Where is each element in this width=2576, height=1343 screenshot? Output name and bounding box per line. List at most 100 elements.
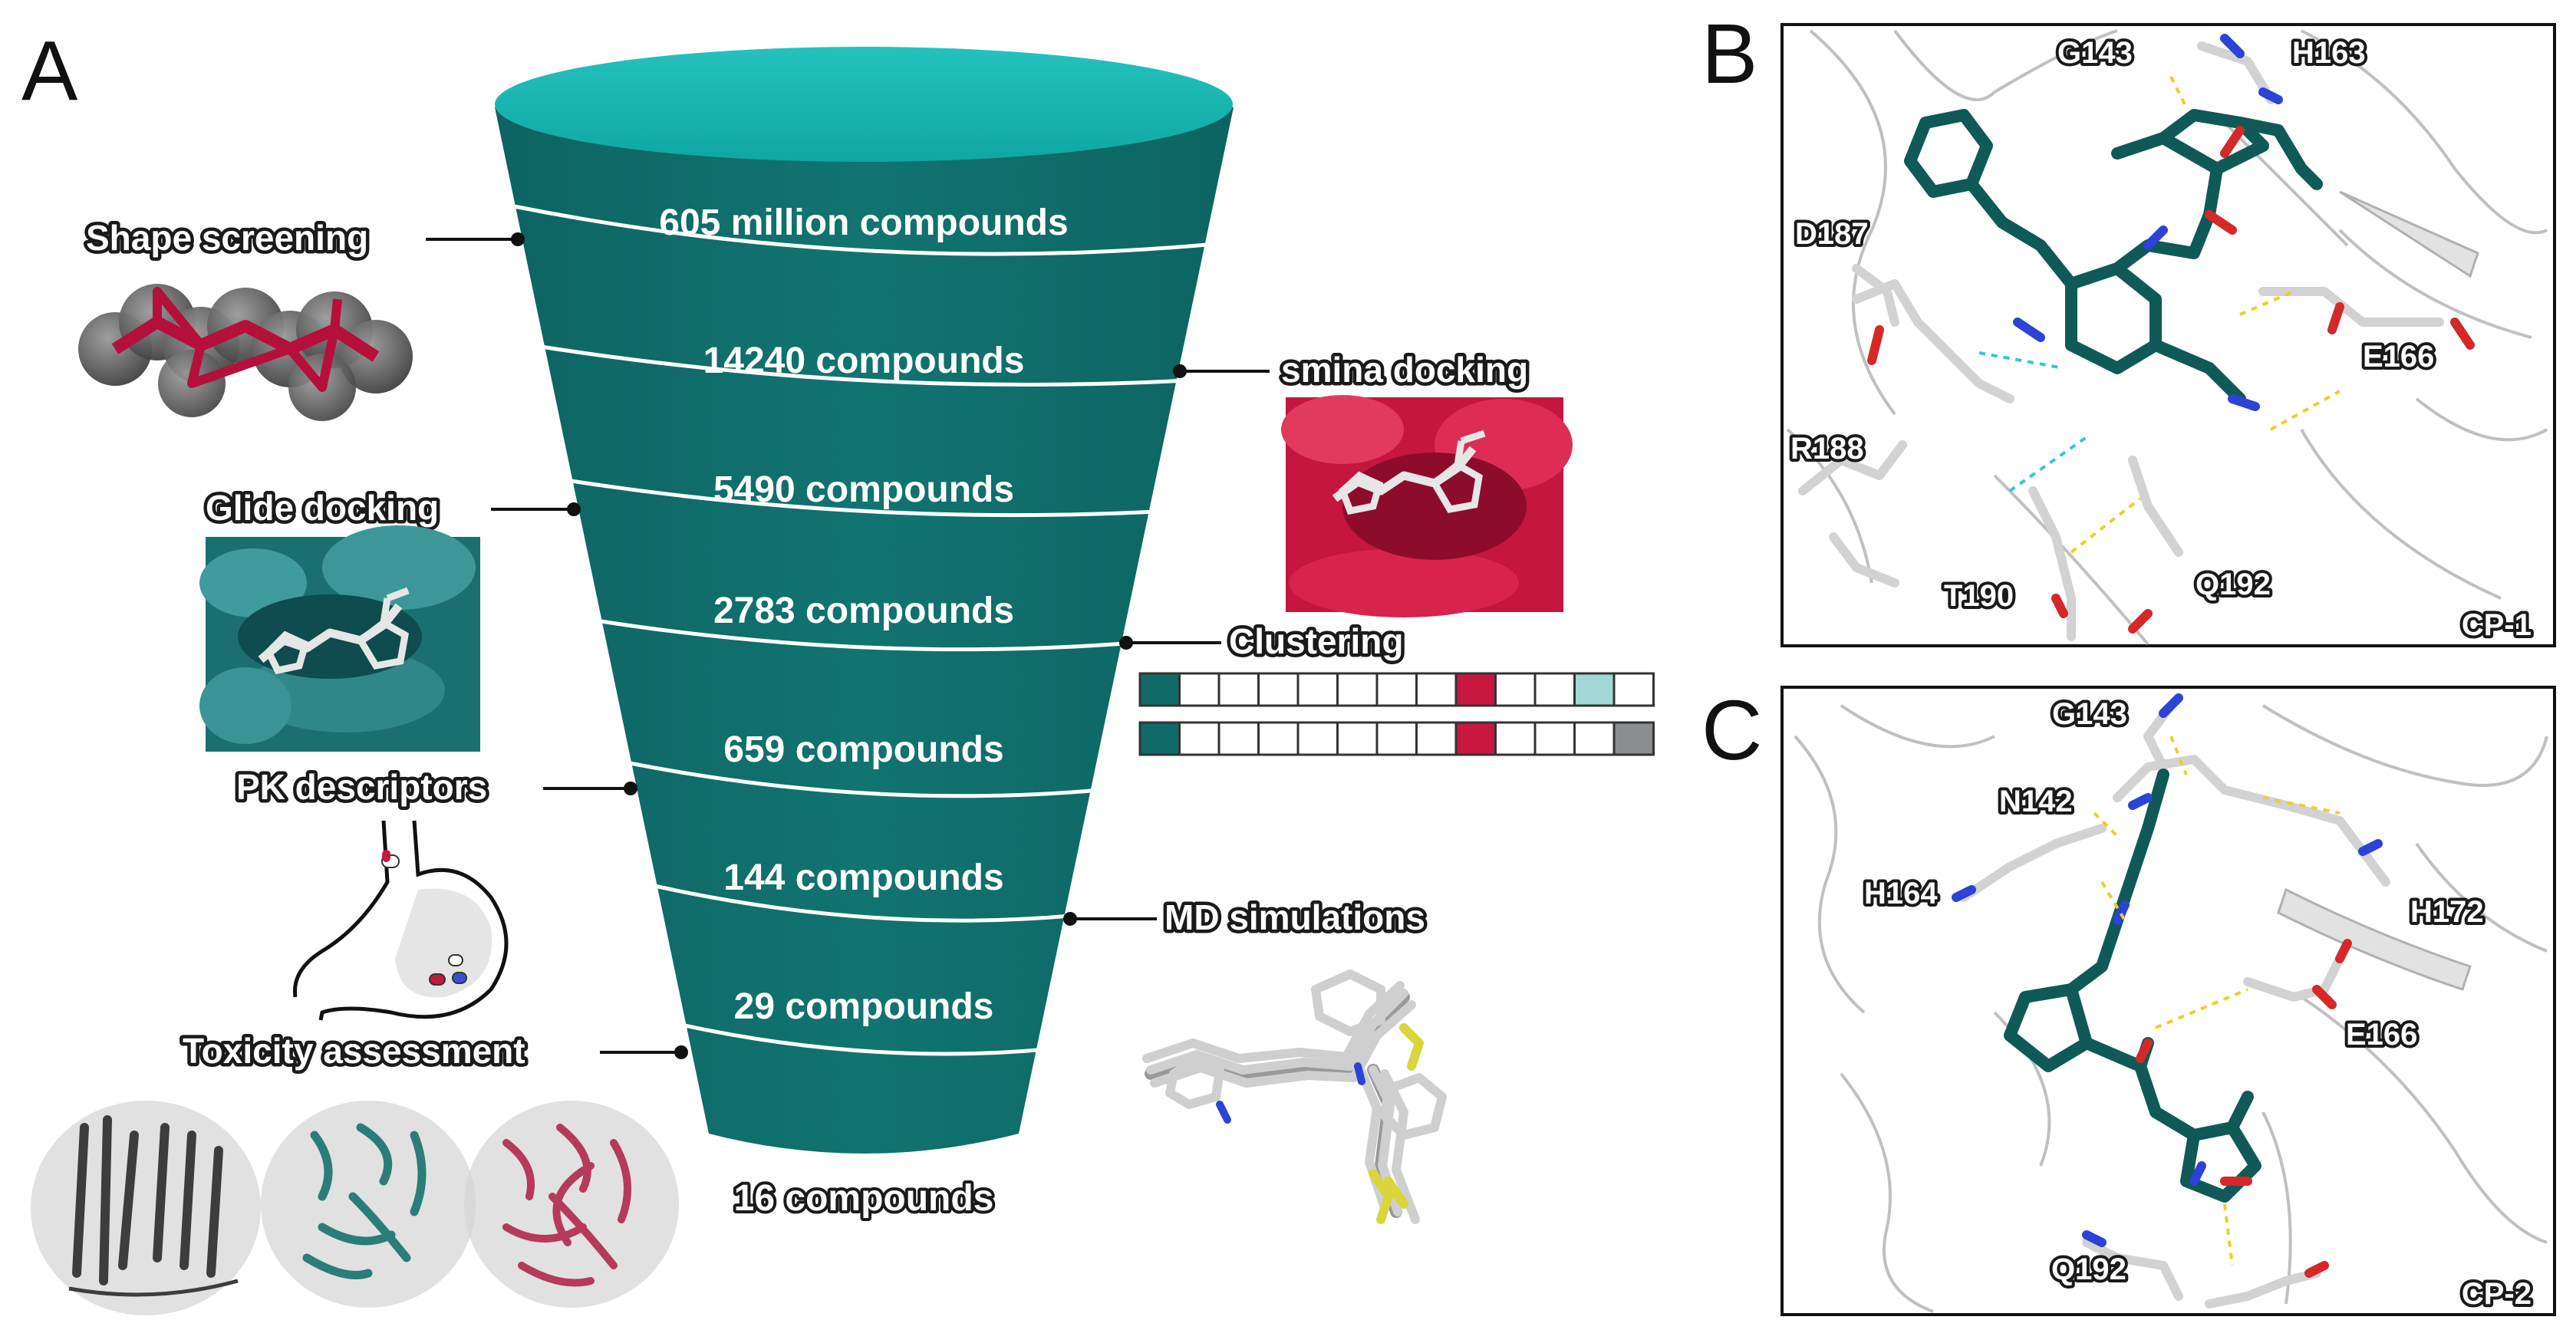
- stage-label: 605 million compounds: [659, 202, 1068, 243]
- funnel: 605 million compounds 14240 compounds 54…: [495, 47, 1234, 1222]
- panel-a: A 605 million compounds 14240 compounds …: [21, 24, 1655, 1315]
- ligand-cp2: [2004, 769, 2261, 1203]
- panel-b-frame: [1780, 23, 2556, 647]
- cluster-cell: [1375, 721, 1418, 756]
- panel-c-frame: [1780, 686, 2556, 1316]
- panel-b-letter: B: [1701, 7, 1757, 101]
- panel-a-letter: A: [21, 24, 78, 118]
- cluster-cell: [1257, 721, 1300, 756]
- method-smina-docking: smina docking: [1173, 347, 1573, 617]
- cluster-cell: [1178, 672, 1220, 707]
- method-label: Glide docking: [206, 488, 439, 528]
- cluster-cell: [1257, 672, 1300, 707]
- method-clustering: Clustering: [1119, 618, 1655, 756]
- divider: [536, 473, 1186, 518]
- method-glide-docking: Glide docking: [199, 485, 581, 752]
- cluster-cell: [1573, 672, 1616, 707]
- stage-label: 2783 compounds: [713, 591, 1014, 631]
- cluster-cell: [1612, 672, 1655, 707]
- protein-structure-teal: [261, 1101, 476, 1308]
- cluster-cell: [1296, 672, 1339, 707]
- leader-dot: [511, 232, 525, 246]
- cluster-cell: [1415, 721, 1458, 756]
- leader-dot: [1119, 636, 1133, 650]
- method-label: smina docking: [1281, 350, 1528, 390]
- divider: [509, 203, 1217, 256]
- stage-label: 659 compounds: [723, 729, 1003, 770]
- residue-label: R188: [1790, 432, 1864, 466]
- stage-label: 14240 compounds: [703, 341, 1025, 381]
- residue-label: G143: [2057, 36, 2133, 70]
- residue-label: G143: [2052, 697, 2127, 731]
- protein-structure-grey: [31, 1101, 261, 1315]
- cluster-cell: [1533, 672, 1576, 707]
- method-label: MD simulations: [1164, 897, 1425, 937]
- cluster-cell: [1296, 721, 1339, 756]
- smina-docking-image: [1281, 395, 1573, 617]
- residue-label: Q192: [2051, 1252, 2126, 1286]
- glide-docking-image: [199, 525, 480, 752]
- method-label: Shape screening: [86, 218, 368, 258]
- method-toxicity-assessment: Toxicity assessment: [31, 1028, 688, 1315]
- compound-label: CP-1: [2462, 608, 2532, 642]
- divider: [553, 611, 1163, 652]
- method-pk-descriptors: PK descriptors: [233, 764, 637, 1021]
- stomach-icon: [292, 820, 509, 1021]
- residue-label: E166: [2363, 340, 2434, 374]
- residue-label: T190: [1944, 579, 2014, 613]
- method-label: Toxicity assessment: [183, 1031, 525, 1071]
- clustering-grid: [1138, 672, 1655, 756]
- divider: [644, 1014, 1071, 1056]
- residue-label: H163: [2292, 36, 2366, 70]
- ligand-cp1: [1904, 109, 2323, 405]
- residue-label: E166: [2346, 1018, 2417, 1052]
- cluster-cell: [1375, 672, 1418, 707]
- panel-c: C: [1701, 683, 2556, 1316]
- panel-c-letter: C: [1701, 683, 1762, 778]
- cluster-cell: [1454, 721, 1497, 756]
- leader-dot: [1173, 364, 1187, 378]
- final-count-label: 16 compounds: [734, 1178, 994, 1219]
- cluster-cell: [1336, 721, 1379, 756]
- funnel-top: [495, 47, 1233, 162]
- residue-label: Q192: [2196, 568, 2271, 601]
- cluster-cell: [1415, 672, 1458, 707]
- shape-molecule-icon: [78, 284, 413, 421]
- cluster-cell: [1494, 672, 1537, 707]
- panel-b-structure: G143 H163 D187 E166 R188 T190 Q192 CP-1: [1786, 29, 2548, 646]
- leader-dot: [567, 502, 581, 516]
- cluster-cell: [1138, 672, 1181, 707]
- compound-label: CP-2: [2462, 1277, 2532, 1311]
- leader-dot: [674, 1045, 688, 1059]
- divider: [575, 749, 1140, 798]
- cluster-cell: [1494, 721, 1537, 756]
- cluster-cell: [1217, 721, 1260, 756]
- stage-label: 5490 compounds: [713, 469, 1014, 510]
- cluster-cell: [1217, 672, 1260, 707]
- funnel-dividers: [509, 203, 1217, 1056]
- method-shape-screening: Shape screening: [78, 215, 525, 421]
- leader-dot: [1063, 912, 1077, 926]
- cluster-cell: [1454, 672, 1497, 707]
- cluster-cell: [1178, 721, 1220, 756]
- residue-label: D187: [1795, 217, 1869, 251]
- cluster-cell: [1336, 672, 1379, 707]
- residue-label: H164: [1864, 877, 1938, 910]
- stage-label: 144 compounds: [723, 857, 1003, 898]
- cluster-cell: [1612, 721, 1655, 756]
- stage-label: 29 compounds: [734, 986, 994, 1027]
- divider: [521, 341, 1201, 387]
- method-label: PK descriptors: [236, 767, 487, 807]
- method-label: Clustering: [1229, 621, 1403, 661]
- md-ensemble-image: [1142, 969, 1447, 1224]
- residue-label: H172: [2410, 895, 2484, 929]
- panel-c-structure: G143 N142 H164 H172 E166 Q192 CP-2: [1794, 693, 2548, 1314]
- method-md-simulations: MD simulations: [1063, 894, 1447, 1224]
- residue-label: N142: [1999, 785, 2073, 818]
- leader-dot: [624, 782, 637, 795]
- panel-b: B: [1701, 7, 2556, 647]
- cluster-cell: [1533, 721, 1576, 756]
- cluster-cell: [1573, 721, 1616, 756]
- cluster-cell: [1138, 721, 1181, 756]
